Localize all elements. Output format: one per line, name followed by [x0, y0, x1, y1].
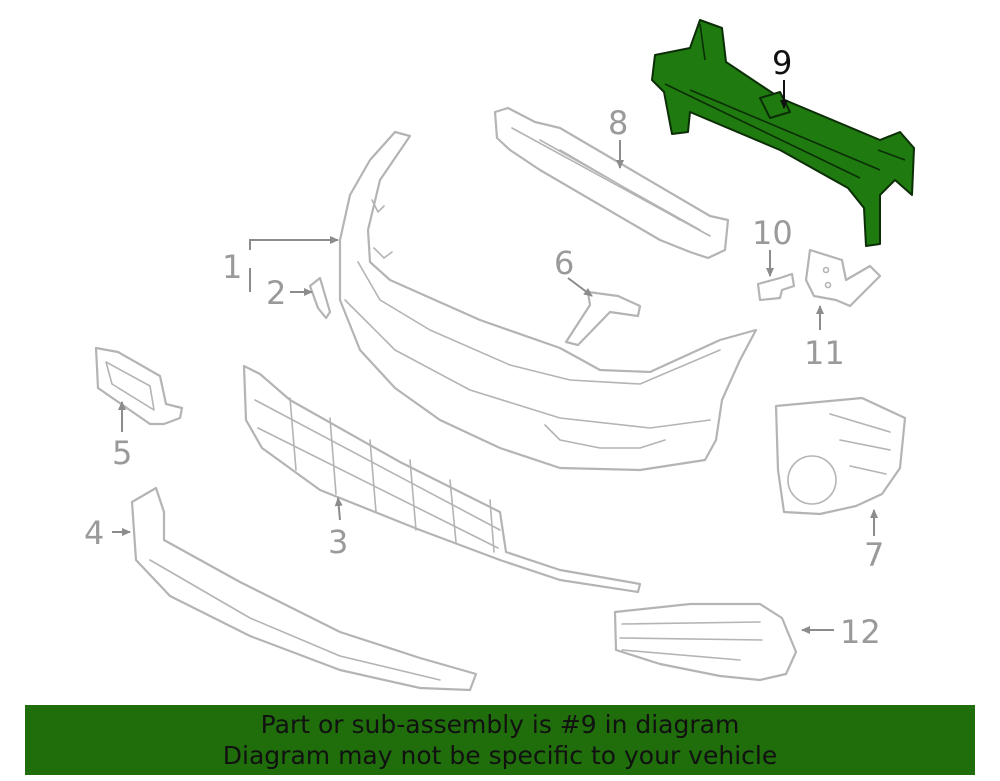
- part-6-center-bracket[interactable]: [564, 290, 642, 347]
- banner-line-2: Diagram may not be specific to your vehi…: [222, 741, 778, 770]
- part-12-fog-bezel[interactable]: [613, 602, 798, 682]
- callout-4: 4: [84, 514, 104, 552]
- callout-5: 5: [112, 434, 132, 472]
- part-3-lower-grille[interactable]: [242, 364, 642, 594]
- callout-9: 9: [772, 44, 792, 82]
- callout-11: 11: [804, 334, 845, 372]
- callout-7: 7: [864, 536, 884, 574]
- part-9-reinforcement-bar[interactable]: [651, 19, 915, 247]
- leader-lines: [112, 80, 878, 634]
- part-4-lower-spoiler[interactable]: [130, 486, 478, 692]
- callout-3: 3: [328, 523, 348, 561]
- banner-line-1: Part or sub-assembly is #9 in diagram: [260, 710, 740, 739]
- callout-6: 6: [554, 244, 574, 282]
- callout-1: 1: [222, 248, 242, 286]
- part-10-sensor[interactable]: [756, 272, 796, 302]
- part-1-bumper-cover[interactable]: [338, 130, 758, 472]
- part-8-energy-absorber[interactable]: [493, 106, 730, 260]
- part-7-fog-bracket[interactable]: [774, 396, 907, 516]
- callout-12: 12: [840, 613, 881, 651]
- callout-10: 10: [752, 214, 793, 252]
- callout-2: 2: [266, 274, 286, 312]
- notice-banner: Part or sub-assembly is #9 in diagram Di…: [25, 705, 975, 775]
- part-5-license-bracket[interactable]: [94, 346, 184, 426]
- callout-8: 8: [608, 104, 628, 142]
- part-2-clip[interactable]: [308, 276, 332, 320]
- part-11-side-bracket[interactable]: [804, 248, 882, 308]
